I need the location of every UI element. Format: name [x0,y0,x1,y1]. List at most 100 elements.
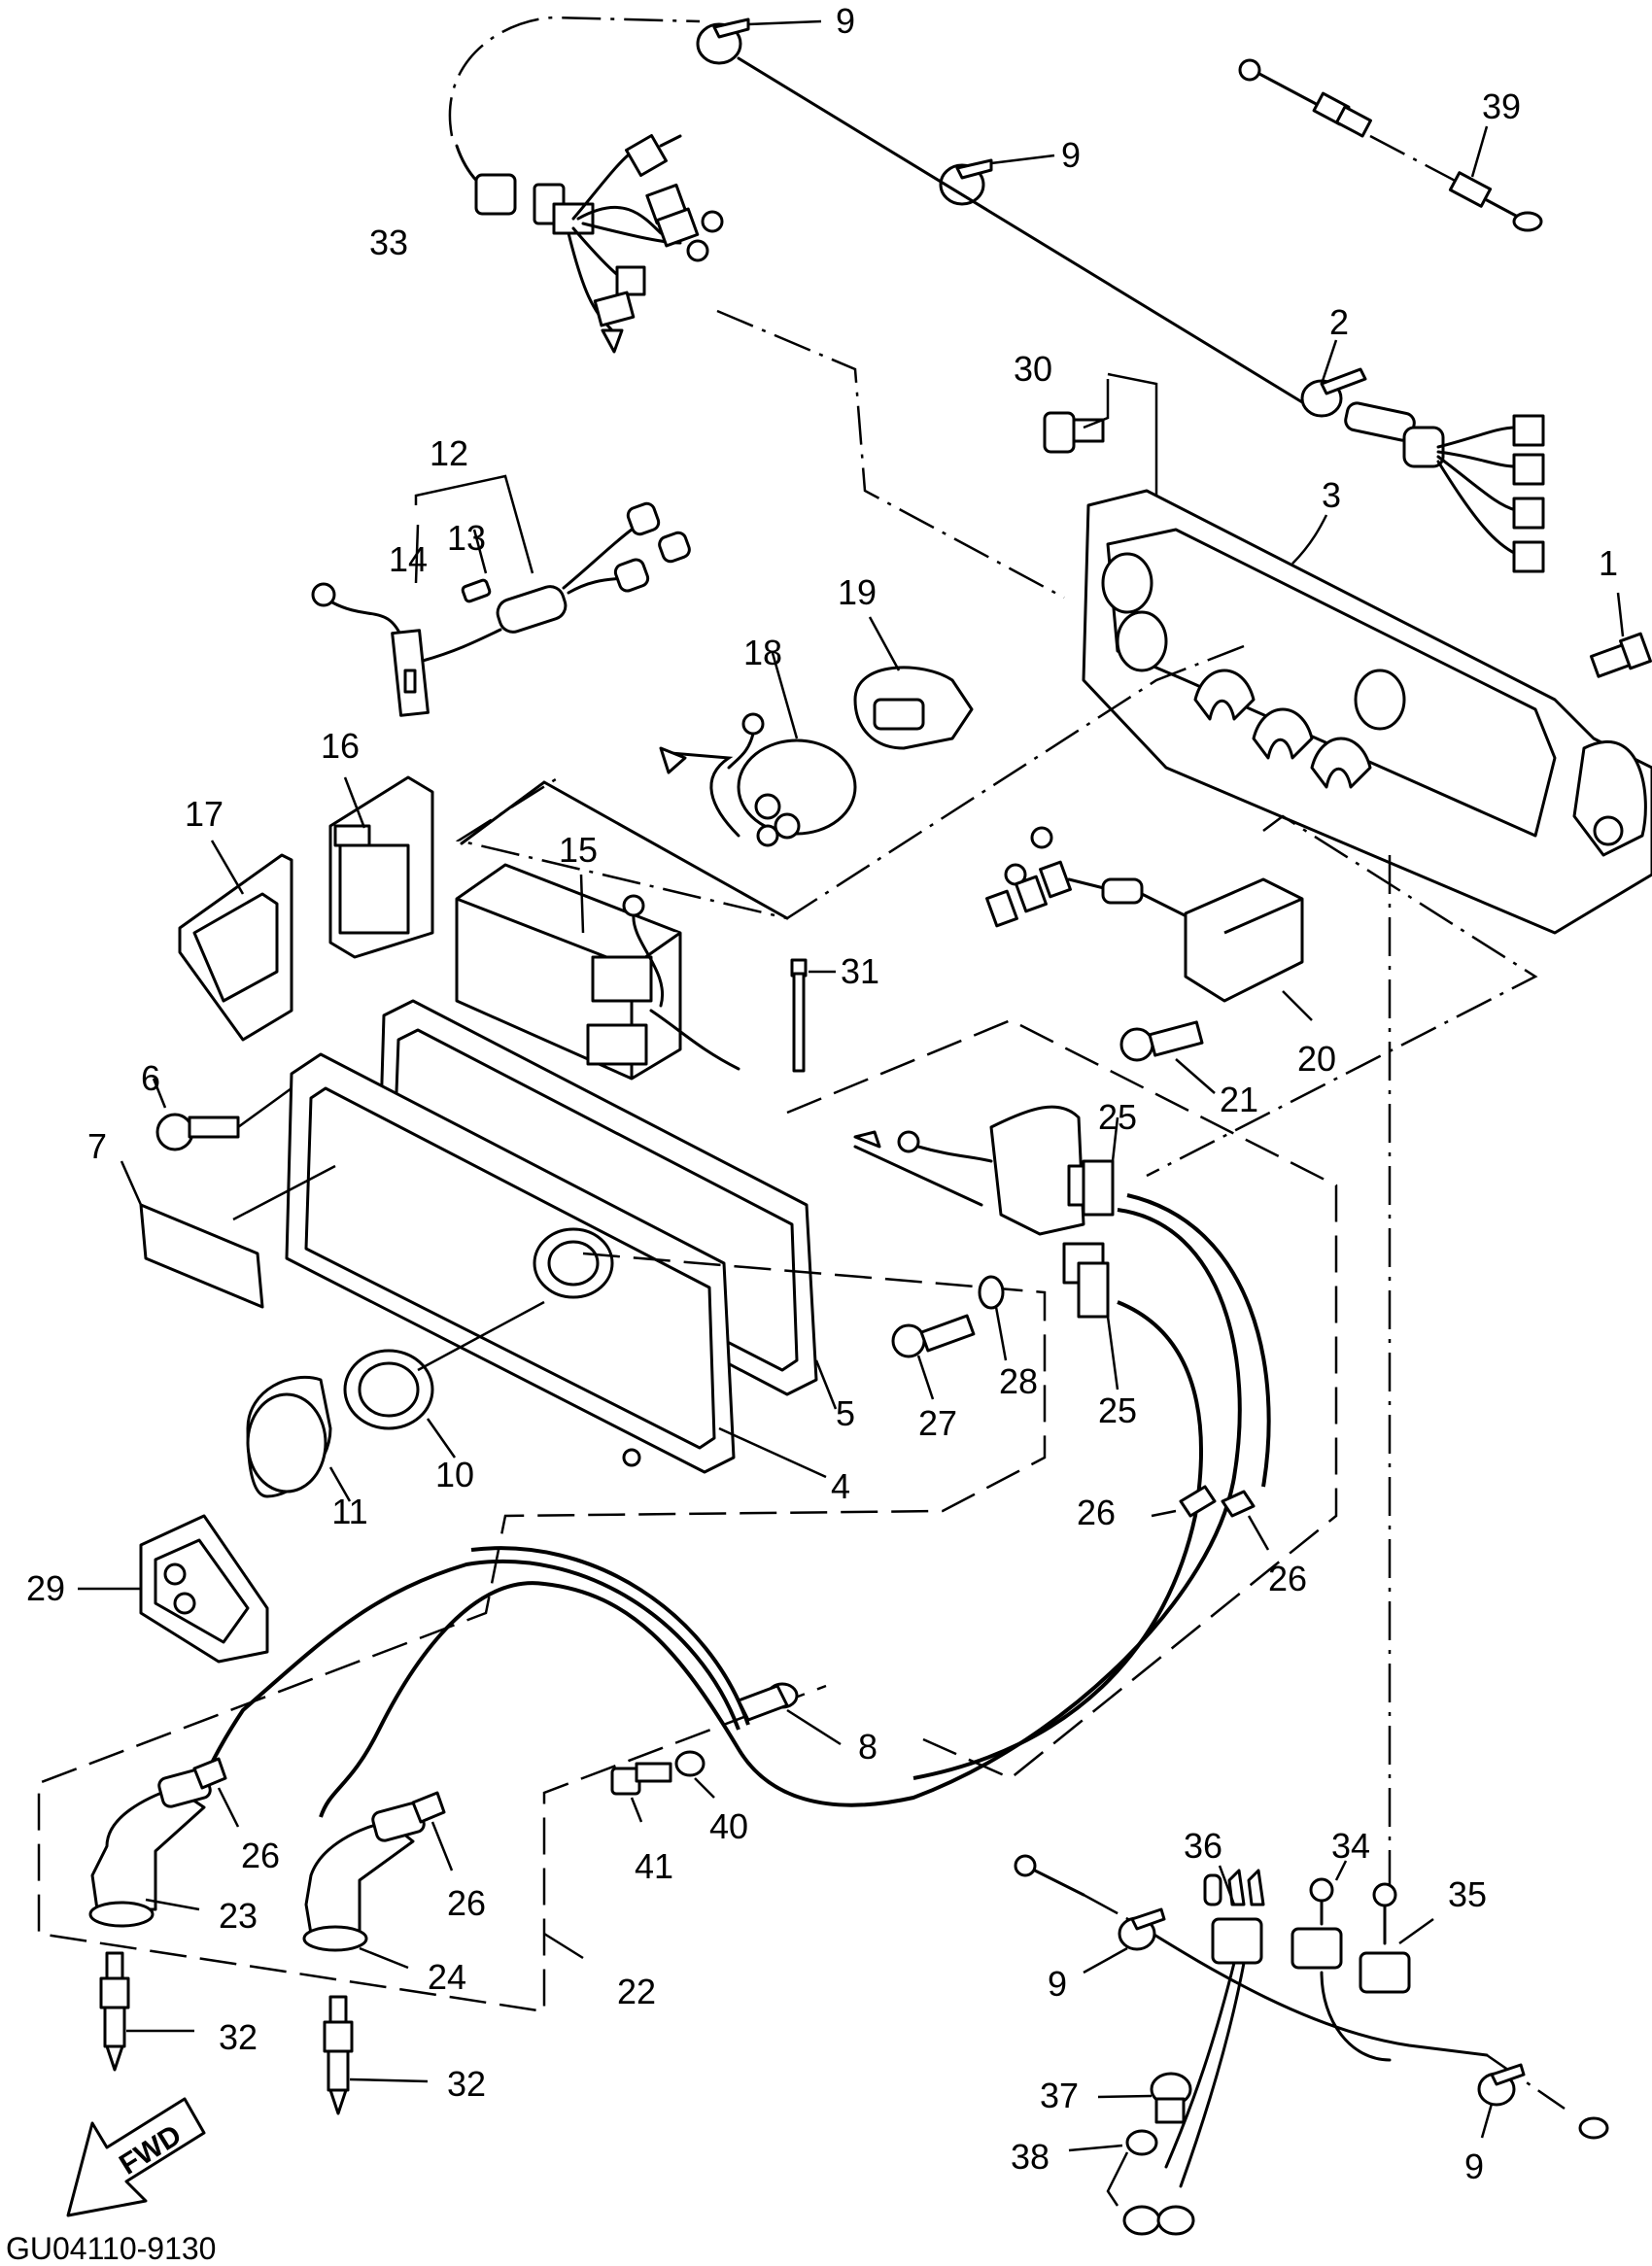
callout-15: 15 [558,830,599,870]
wire-20 [985,826,1313,1021]
callout-35: 35 [1447,1874,1488,1914]
callout-17: 17 [184,794,224,834]
callout-24: 24 [427,1957,467,1997]
callout-28: 28 [998,1361,1039,1401]
callout-41: 41 [634,1846,674,1886]
collar-40 [674,1750,715,1799]
tube-8 [737,1682,842,1746]
bolt-6 [152,1078,293,1151]
harness-2 [1300,339,1545,573]
callout-13: 13 [446,518,487,558]
callout-36: 36 [1183,1826,1223,1866]
callout-26-b: 26 [1267,1559,1308,1598]
callout-39: 39 [1481,86,1522,126]
callout-20: 20 [1296,1039,1337,1079]
callout-9-a: 9 [835,1,856,41]
callout-32-a: 32 [218,2017,258,2057]
callout-3: 3 [1321,475,1342,515]
spark-plug-32-b [323,1995,429,2115]
callout-10: 10 [434,1455,475,1494]
ignition-coil [853,1105,1110,1285]
callout-19: 19 [837,572,878,612]
callout-34: 34 [1330,1826,1371,1866]
clamp-9-lower-b [1477,2063,1526,2139]
clip-26-d [411,1791,454,1871]
clamp-9-lower-a [1083,1907,1166,1974]
bolt-21 [1119,1020,1216,1094]
holder-17 [178,840,293,1042]
wire-harness-33 [448,16,724,354]
callout-38: 38 [1010,2137,1050,2177]
callout-1: 1 [1598,543,1619,583]
clip-26-a [1151,1485,1217,1518]
callout-22: 22 [616,1972,657,2011]
callout-11: 11 [331,1492,368,1531]
callout-9-b: 9 [1060,135,1082,175]
callout-14: 14 [388,539,429,579]
callout-12: 12 [429,433,469,473]
sensor-35 [1359,1882,1434,1994]
bolt-30 [1043,372,1158,505]
callout-25-b: 25 [1097,1390,1138,1430]
holder-29 [78,1514,269,1664]
callout-31: 31 [840,951,880,991]
callout-33: 33 [368,223,409,262]
fuse-holder-12 [311,474,691,717]
spark-plug-32-a [99,1951,194,2072]
callout-23: 23 [218,1896,258,1936]
callout-16: 16 [320,726,361,766]
callout-7: 7 [86,1126,108,1166]
callout-18: 18 [742,633,783,672]
cap-25-b [1077,1261,1119,1390]
seal-10 [343,1300,545,1459]
cdi-unit-15 [455,863,740,1081]
label-7 [120,1160,336,1309]
callout-2: 2 [1328,302,1350,342]
fwd-arrow: FWD [66,2097,206,2217]
plug-cap-24 [302,1802,426,1970]
figure-code: GU04110-9130 [6,2231,217,2266]
washer-38 [1068,2129,1158,2207]
callout-26-c: 26 [240,1836,281,1875]
callout-6: 6 [140,1058,161,1098]
switch-36 [1203,1865,1265,1965]
cable-tie-31 [790,958,836,1073]
cover-4 [285,1052,827,1479]
callout-26-a: 26 [1076,1493,1117,1532]
wire-lead-39 [1238,58,1543,232]
clip-26-b [1221,1490,1270,1551]
callout-9-c: 9 [1047,1964,1068,2004]
callout-40: 40 [708,1806,749,1846]
clamp-9-top-b [737,56,1314,410]
callout-37: 37 [1039,2076,1080,2115]
bolt-1 [1589,592,1652,678]
sensor-34 [1291,1860,1348,1970]
callout-26-d: 26 [446,1883,487,1923]
callout-8: 8 [857,1727,878,1767]
callout-9-d: 9 [1463,2146,1485,2186]
clamp-9-top-a [696,17,822,65]
cover-19 [853,616,974,750]
harness-lower [1014,1854,1609,2236]
callout-32-b: 32 [446,2064,487,2104]
callout-5: 5 [835,1393,856,1433]
callout-25-a: 25 [1097,1097,1138,1137]
bracket-22 [543,1932,584,1960]
bracket-3 [1082,489,1652,935]
callout-21: 21 [1219,1080,1259,1119]
starter-relay-18 [659,652,857,847]
washer-28 [978,1275,1008,1361]
callout-27: 27 [917,1403,958,1443]
clip-26-c [192,1757,240,1828]
cap-25-a [1082,1116,1119,1217]
cap-11 [246,1375,352,1502]
plug-37 [1097,2072,1192,2124]
screw-27 [891,1314,976,1400]
bolt-41 [610,1762,672,1823]
callout-4: 4 [830,1466,851,1506]
callout-29: 29 [25,1568,66,1608]
holder-16 [328,775,434,959]
plug-cap-23 [88,1768,212,1928]
